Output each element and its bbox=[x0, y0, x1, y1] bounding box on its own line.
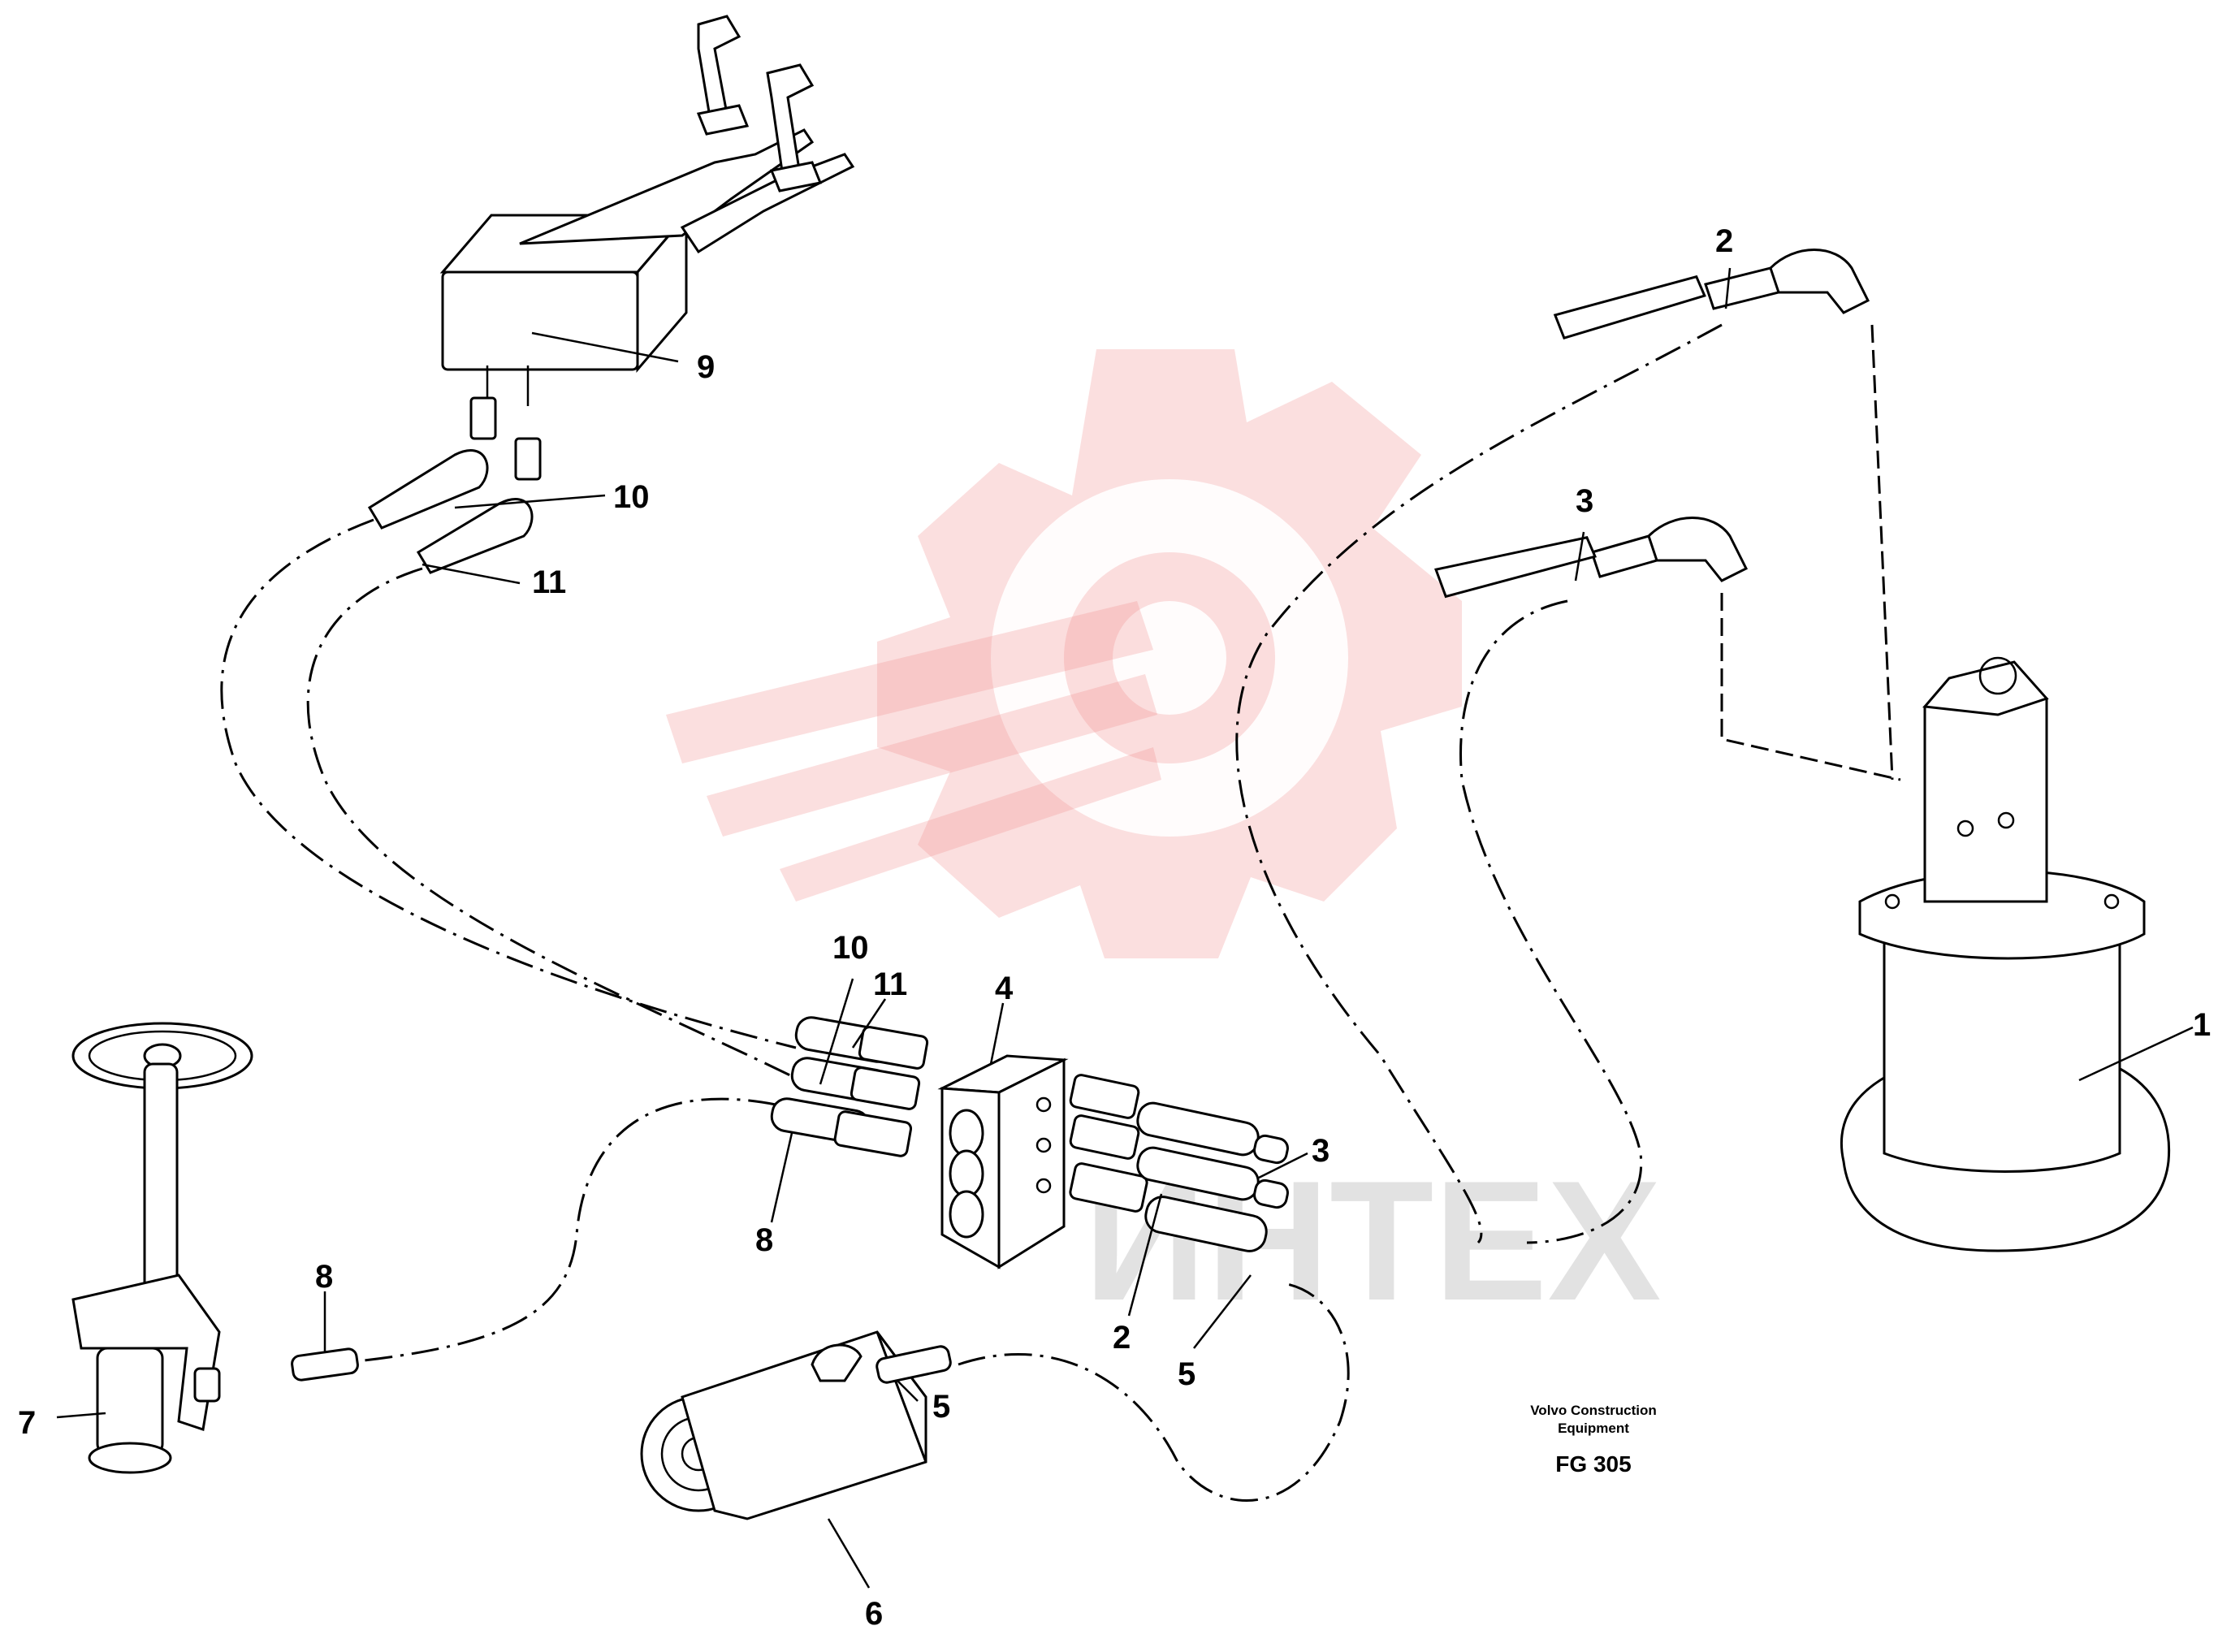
callout-9: 9 bbox=[697, 349, 715, 385]
hose-lines bbox=[220, 323, 1901, 1502]
caption-line2: Equipment bbox=[1558, 1421, 1629, 1436]
callout-10-mid: 10 bbox=[832, 930, 869, 966]
figure-code: FG 305 bbox=[1555, 1451, 1631, 1477]
swivel-fittings bbox=[1434, 249, 1870, 599]
valve-block bbox=[937, 1054, 1069, 1269]
callout-8-mid: 8 bbox=[755, 1222, 773, 1258]
callout-7: 7 bbox=[18, 1405, 36, 1441]
callout-1: 1 bbox=[2193, 1007, 2211, 1043]
steering-hose-fitting bbox=[291, 1347, 359, 1382]
callout-5-mid: 5 bbox=[1178, 1356, 1195, 1392]
swivel-unit bbox=[1840, 656, 2171, 1252]
hydraulic-motor bbox=[640, 1330, 952, 1520]
valve-left-fittings bbox=[770, 1016, 929, 1157]
valve-right-fittings bbox=[1069, 1074, 1289, 1252]
callout-2-top: 2 bbox=[1715, 223, 1733, 259]
callout-3-top: 3 bbox=[1576, 483, 1593, 519]
callout-numbers: 9 10 11 2 3 1 4 10 11 3 8 2 5 8 7 5 6 bbox=[18, 223, 2211, 1632]
callout-11-mid: 11 bbox=[873, 967, 907, 1002]
callout-11-top: 11 bbox=[532, 564, 566, 600]
figure-caption: Volvo Construction Equipment FG 305 bbox=[1530, 1403, 1657, 1477]
watermark-gear-icon bbox=[666, 349, 1462, 958]
pedal-valve-assembly bbox=[439, 15, 855, 406]
callout-4: 4 bbox=[995, 971, 1014, 1006]
leader-lines bbox=[56, 267, 2194, 1589]
callout-5-low: 5 bbox=[932, 1389, 950, 1425]
callout-2-mid: 2 bbox=[1113, 1320, 1131, 1356]
callout-6: 6 bbox=[865, 1596, 883, 1632]
callout-3-mid: 3 bbox=[1312, 1133, 1330, 1169]
callout-10-top: 10 bbox=[613, 479, 650, 515]
callout-8-low: 8 bbox=[315, 1259, 333, 1295]
top-fittings bbox=[367, 396, 542, 574]
caption-line1: Volvo Construction bbox=[1530, 1403, 1657, 1418]
steering-column bbox=[71, 1022, 253, 1474]
